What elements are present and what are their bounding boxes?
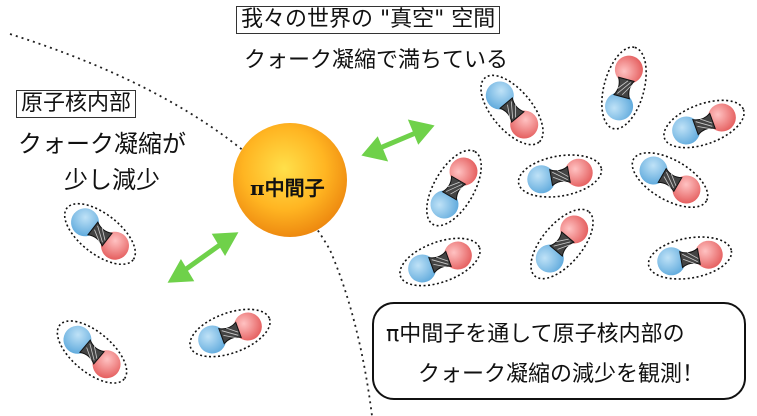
- pion-label: π中間子: [250, 176, 325, 200]
- quark-pair: [644, 230, 736, 286]
- nucleus-description-line1: クォーク凝縮が: [18, 130, 186, 158]
- quark-pair: [53, 191, 147, 277]
- quark-pair: [46, 308, 138, 396]
- nucleus-title: 原子核内部: [16, 90, 137, 118]
- vacuum-title: 我々の世界の "真空" 空間: [236, 6, 501, 34]
- quark-pair: [392, 228, 488, 296]
- quark-pair: [622, 140, 718, 220]
- observation-note-line2: クォーク凝縮の減少を観測！: [418, 362, 705, 387]
- quark-pair: [593, 41, 655, 135]
- pion-sphere: [233, 123, 347, 237]
- quark-pair: [182, 299, 278, 367]
- exchange-arrow-left: [167, 232, 239, 283]
- quark-pair: [468, 64, 556, 156]
- observation-note-box: [372, 302, 746, 400]
- observation-note-line1: π中間子を通して原子核内部の: [386, 322, 685, 347]
- vacuum-subtitle: クォーク凝縮で満ちている: [244, 48, 509, 73]
- exchange-arrow-right: [361, 119, 435, 162]
- quark-pair: [414, 140, 494, 236]
- quark-pair: [514, 148, 606, 204]
- quark-pair: [518, 198, 606, 290]
- nucleus-description-line2: 少し減少: [64, 166, 160, 194]
- quark-pair: [656, 90, 752, 158]
